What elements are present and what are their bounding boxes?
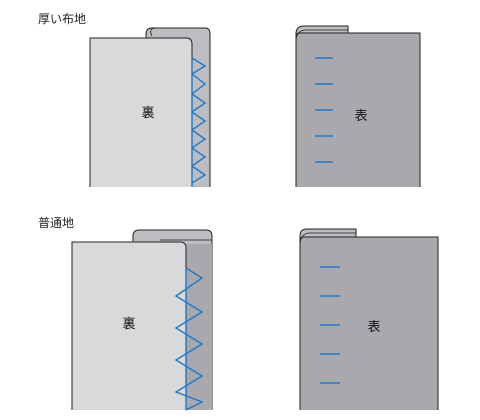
normal-back-label: 裏 (122, 317, 135, 332)
section-title-thick: 厚い布地 (38, 12, 87, 26)
blind-hem-stitch (190, 57, 207, 184)
normal-back-panel (71, 229, 213, 411)
blind-hem-stitch (174, 267, 204, 411)
normal-front-label: 表 (367, 320, 380, 335)
front-stitch-marks (320, 266, 340, 384)
thick-back-label: 裏 (141, 106, 154, 121)
front-stitch-marks (315, 57, 333, 163)
thick-back-panel (89, 27, 211, 187)
section-title-normal: 普通地 (38, 216, 75, 230)
thick-front-panel (295, 25, 421, 187)
thick-front-label: 表 (354, 109, 367, 124)
normal-front-panel (299, 228, 439, 410)
